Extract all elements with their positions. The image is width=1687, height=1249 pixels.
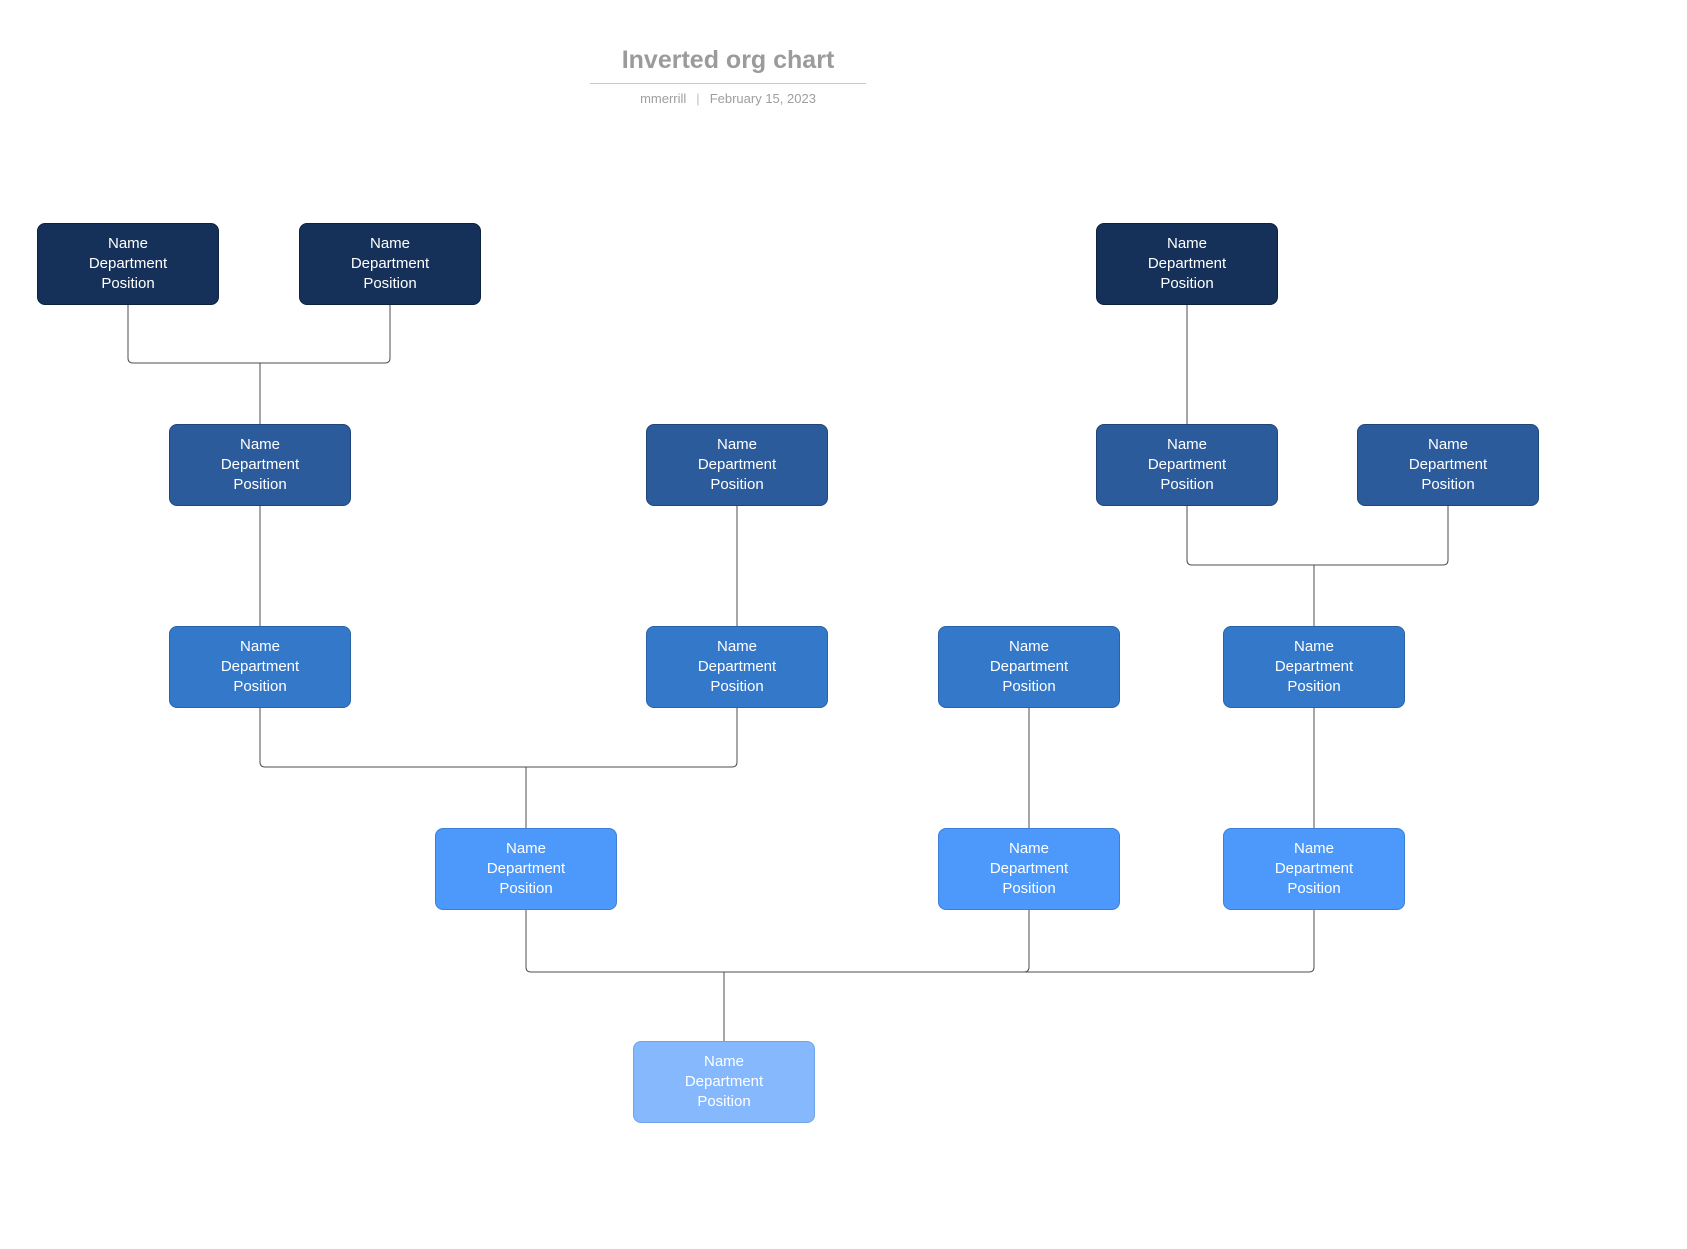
org-node[interactable]: Name Department Position xyxy=(169,626,351,708)
node-name: Name xyxy=(369,235,410,252)
node-name: Name xyxy=(1293,840,1334,857)
node-department: Department xyxy=(1274,860,1354,877)
connector-line xyxy=(1314,506,1449,566)
connector-line xyxy=(525,910,724,973)
org-node[interactable]: Name Department Position xyxy=(633,1041,815,1123)
node-position: Position xyxy=(101,275,155,292)
node-name: Name xyxy=(239,436,280,453)
node-position: Position xyxy=(1002,678,1056,695)
node-department: Department xyxy=(350,255,430,272)
node-department: Department xyxy=(684,1073,764,1090)
node-department: Department xyxy=(1147,456,1227,473)
node-position: Position xyxy=(1287,678,1341,695)
org-node[interactable]: Name Department Position xyxy=(938,626,1120,708)
connector-line xyxy=(724,910,1030,973)
org-node[interactable]: Name Department Position xyxy=(169,424,351,506)
node-name: Name xyxy=(703,1053,744,1070)
node-department: Department xyxy=(697,658,777,675)
node-department: Department xyxy=(1408,456,1488,473)
node-department: Department xyxy=(220,456,300,473)
subtitle-separator: | xyxy=(696,91,700,106)
node-name: Name xyxy=(1008,840,1049,857)
chart-header: Inverted org chart mmerrill | February 15,… xyxy=(590,46,866,106)
chart-subtitle: mmerrill | February 15, 2023 xyxy=(590,91,866,106)
node-department: Department xyxy=(989,860,1069,877)
node-position: Position xyxy=(1287,880,1341,897)
node-position: Position xyxy=(233,678,287,695)
org-node[interactable]: Name Department Position xyxy=(938,828,1120,910)
org-node[interactable]: Name Department Position xyxy=(299,223,481,305)
page-title: Inverted org chart xyxy=(590,46,866,84)
org-node[interactable]: Name Department Position xyxy=(1357,424,1539,506)
org-node[interactable]: Name Department Position xyxy=(1096,424,1278,506)
connector-line xyxy=(526,708,738,768)
node-department: Department xyxy=(1147,255,1227,272)
org-node[interactable]: Name Department Position xyxy=(646,424,828,506)
node-name: Name xyxy=(107,235,148,252)
node-position: Position xyxy=(1160,476,1214,493)
author-label: mmerrill xyxy=(640,91,687,106)
node-name: Name xyxy=(1166,436,1207,453)
node-department: Department xyxy=(989,658,1069,675)
org-node[interactable]: Name Department Position xyxy=(1096,223,1278,305)
node-name: Name xyxy=(1427,436,1468,453)
org-node[interactable]: Name Department Position xyxy=(1223,626,1405,708)
node-department: Department xyxy=(486,860,566,877)
connector-line xyxy=(259,708,526,768)
node-position: Position xyxy=(697,1093,751,1110)
org-node[interactable]: Name Department Position xyxy=(1223,828,1405,910)
node-department: Department xyxy=(1274,658,1354,675)
node-name: Name xyxy=(1166,235,1207,252)
node-position: Position xyxy=(1421,476,1475,493)
org-node[interactable]: Name Department Position xyxy=(435,828,617,910)
node-name: Name xyxy=(239,638,280,655)
node-name: Name xyxy=(716,638,757,655)
node-position: Position xyxy=(1160,275,1214,292)
node-department: Department xyxy=(220,658,300,675)
connector-line xyxy=(127,305,260,364)
node-name: Name xyxy=(505,840,546,857)
node-position: Position xyxy=(710,678,764,695)
node-position: Position xyxy=(499,880,553,897)
org-node[interactable]: Name Department Position xyxy=(37,223,219,305)
node-name: Name xyxy=(716,436,757,453)
connector-line xyxy=(1186,506,1314,566)
node-position: Position xyxy=(233,476,287,493)
node-position: Position xyxy=(1002,880,1056,897)
node-name: Name xyxy=(1293,638,1334,655)
connector-line xyxy=(260,305,391,364)
node-department: Department xyxy=(88,255,168,272)
node-name: Name xyxy=(1008,638,1049,655)
node-position: Position xyxy=(363,275,417,292)
date-label: February 15, 2023 xyxy=(709,91,816,106)
connector-line xyxy=(724,910,1315,973)
org-node[interactable]: Name Department Position xyxy=(646,626,828,708)
node-position: Position xyxy=(710,476,764,493)
node-department: Department xyxy=(697,456,777,473)
